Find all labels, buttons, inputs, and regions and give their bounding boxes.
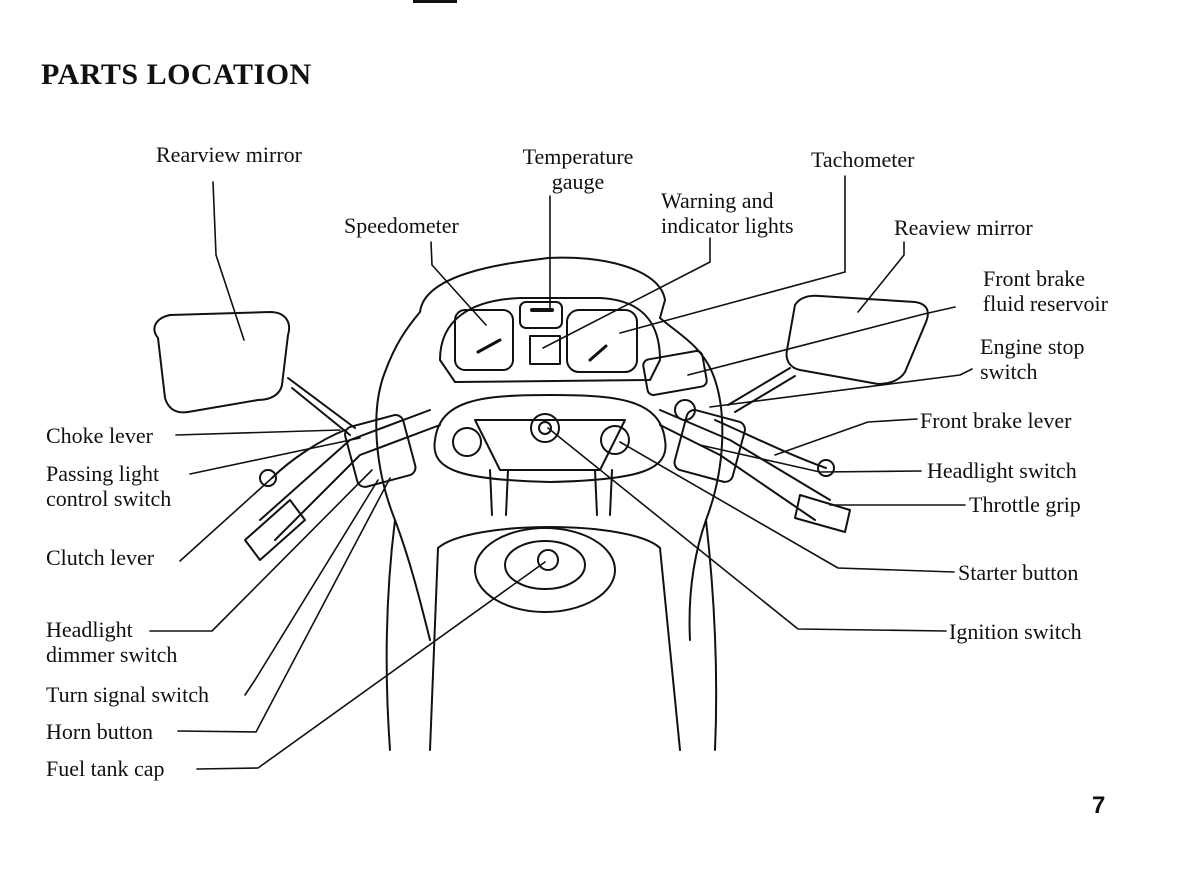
- right-mirror-stem: [727, 367, 791, 406]
- label-turn-signal-switch: Turn signal switch: [46, 682, 209, 707]
- page-number: 7: [1092, 792, 1106, 819]
- leader-passing-light: [189, 437, 361, 475]
- label-ignition-switch: Ignition switch: [949, 619, 1082, 644]
- left-mirror-stem: [287, 377, 356, 429]
- label-passing-light: Passing light control switch: [46, 461, 171, 511]
- label-engine-stop-line1: Engine stop: [980, 334, 1085, 359]
- throttle-grip: [794, 494, 851, 533]
- leader-front-brake-lever: [774, 418, 918, 456]
- label-horn-button: Horn button: [46, 719, 153, 744]
- label-warning-lights-line1: Warning and: [661, 188, 774, 213]
- clutch-lever: [271, 429, 346, 479]
- left-switch-housing: [344, 414, 417, 488]
- leader-rearview-mirror-right: [857, 241, 905, 313]
- leader-horn-button: [177, 477, 391, 733]
- leader-rearview-mirror-left: [212, 181, 245, 341]
- instrument-cluster-outline: [439, 297, 661, 383]
- top-edge-mark: [413, 0, 457, 3]
- label-headlight-dimmer: Headlight dimmer switch: [46, 617, 177, 667]
- leader-starter-button: [619, 441, 955, 573]
- label-throttle-grip: Throttle grip: [969, 492, 1081, 517]
- front-brake-lever-shape: [714, 419, 827, 469]
- label-front-brake-reservoir: Front brake fluid reservoir: [900, 266, 1108, 316]
- label-engine-stop: Engine stop switch: [980, 334, 1085, 384]
- label-speedometer: Speedometer: [344, 213, 459, 238]
- label-front-brake-reservoir-line1: Front brake: [982, 266, 1085, 291]
- page-title: PARTS LOCATION: [41, 58, 312, 91]
- leader-ignition-switch: [547, 427, 947, 632]
- leader-tachometer: [619, 175, 846, 334]
- leader-speedometer: [430, 241, 487, 326]
- label-headlight-dimmer-line1: Headlight: [46, 617, 133, 642]
- leader-headlight-switch: [699, 444, 922, 473]
- label-front-brake-reservoir-line2: fluid reservoir: [982, 291, 1108, 316]
- label-temperature-gauge: Temperature gauge: [498, 144, 658, 194]
- label-engine-stop-line2: switch: [980, 359, 1038, 384]
- label-warning-lights: Warning and indicator lights: [661, 188, 794, 238]
- fuel-tank: [429, 526, 681, 751]
- leader-headlight-dimmer: [149, 469, 373, 632]
- left-mirror: [153, 311, 290, 414]
- label-temperature-gauge-line2: gauge: [551, 169, 605, 194]
- label-rearview-mirror-right: Reaview mirror: [894, 215, 1033, 240]
- leader-front-brake-reservoir: [687, 306, 956, 376]
- label-clutch-lever: Clutch lever: [46, 545, 155, 570]
- label-front-brake-lever: Front brake lever: [920, 408, 1072, 433]
- leader-engine-stop: [709, 368, 973, 408]
- top-triple-clamp: [433, 394, 667, 483]
- label-tachometer: Tachometer: [811, 147, 915, 172]
- fairing-outline: [375, 311, 431, 641]
- label-fuel-tank-cap: Fuel tank cap: [46, 756, 165, 781]
- label-warning-lights-line2: indicator lights: [661, 213, 794, 238]
- tachometer-dial: [566, 309, 638, 373]
- warning-lights-panel: [529, 335, 561, 365]
- right-mirror: [785, 294, 929, 385]
- label-passing-light-line1: Passing light: [46, 461, 160, 486]
- leader-choke-lever: [175, 429, 341, 436]
- label-rearview-mirror-left: Rearview mirror: [156, 142, 302, 167]
- ignition-switch-knob: [530, 413, 560, 443]
- left-grip: [244, 499, 306, 561]
- leader-clutch-lever: [179, 477, 273, 562]
- leader-turn-signal: [244, 479, 379, 696]
- label-temperature-gauge-line1: Temperature: [522, 144, 634, 169]
- brake-fluid-reservoir: [642, 350, 708, 396]
- label-starter-button: Starter button: [958, 560, 1079, 585]
- leader-fuel-tank-cap: [196, 561, 546, 770]
- fuel-tank-cap: [474, 527, 616, 613]
- label-passing-light-line2: control switch: [46, 486, 172, 511]
- label-headlight-dimmer-line2: dimmer switch: [46, 642, 178, 667]
- temperature-gauge: [519, 301, 563, 329]
- left-handlebar: [259, 409, 441, 541]
- label-headlight-switch: Headlight switch: [927, 458, 1077, 483]
- label-choke-lever: Choke lever: [46, 423, 153, 448]
- speedometer-dial: [454, 309, 514, 371]
- leader-warning-lights: [542, 237, 711, 349]
